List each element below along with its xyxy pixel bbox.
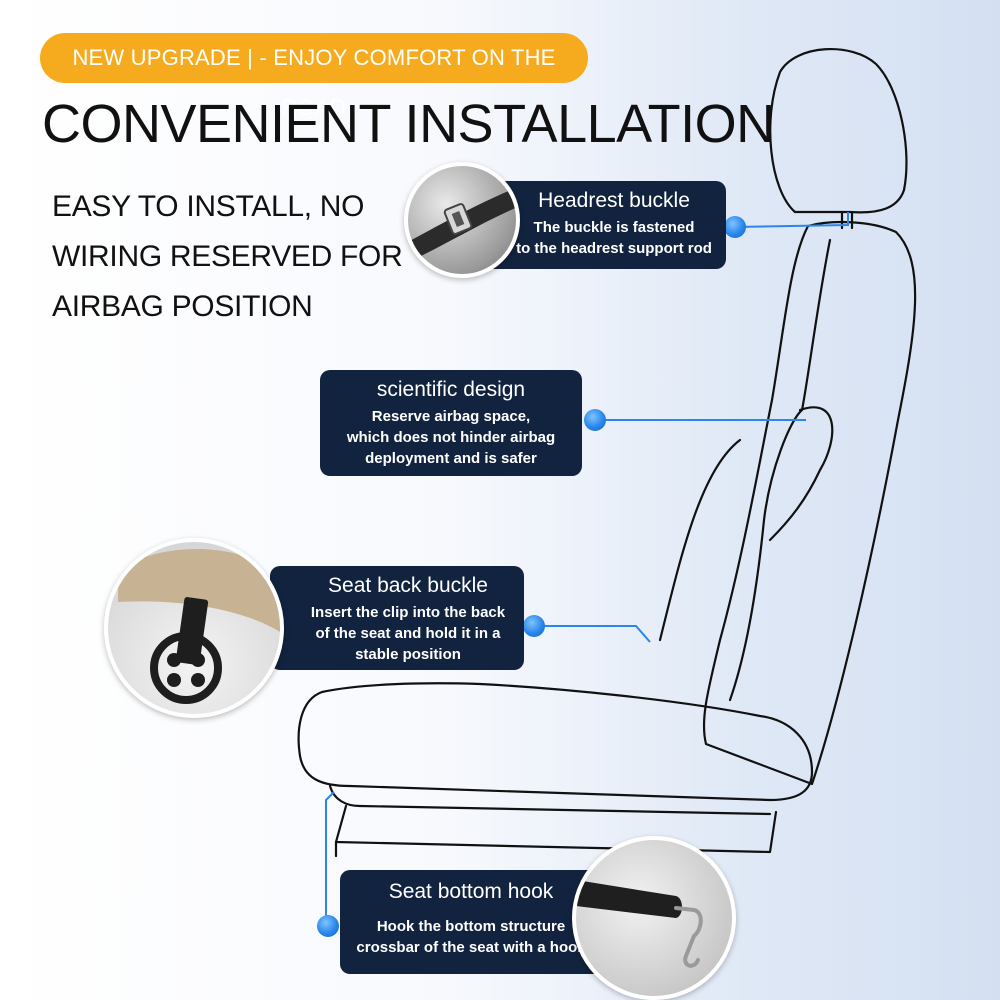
callout-scientific-title: scientific design (376, 378, 526, 401)
promo-banner-text: NEW UPGRADE | - ENJOY COMFORT ON THE ROA… (72, 45, 556, 120)
callout-seat-bottom-hook: Seat bottom hook Hook the bottom structu… (340, 870, 602, 974)
callout-scientific-design: scientific design Reserve airbag space, … (320, 370, 582, 476)
leader-line-seatback (532, 625, 651, 643)
callout-headrest-title: Headrest buckle (538, 189, 690, 212)
seat-cushion-lower (328, 784, 772, 816)
headrest-buckle-photo (404, 162, 520, 278)
intro-line-2: WIRING RESERVED FOR (52, 240, 403, 273)
leader-dot-scientific (584, 409, 606, 431)
callout-scientific-line-2: which does not hinder airbag (346, 429, 556, 446)
seat-back-buckle-photo (104, 538, 284, 718)
callout-bottom-line-1: Hook the bottom structure (376, 918, 566, 935)
seat-cushion-outline (297, 682, 814, 802)
callout-headrest-line-1: The buckle is fastened (533, 219, 695, 236)
buckle-strap-icon (408, 187, 516, 263)
callout-seatback-line-2: of the seat and hold it in a (315, 625, 501, 642)
page-title: CONVENIENT INSTALLATION (42, 94, 775, 154)
seat-headrest-outline (769, 47, 908, 214)
intro-text: EASY TO INSTALL, NO WIRING RESERVED FOR … (52, 182, 412, 332)
callout-scientific-line-3: deployment and is safer (365, 450, 537, 467)
seat-clip-icon (118, 549, 280, 704)
seat-base-rail (334, 804, 778, 854)
leader-dot-seatback (523, 615, 545, 637)
callout-headrest-line-2: to the headrest support rod (516, 240, 712, 257)
seat-backrest-inner (728, 238, 832, 702)
hook-strap-icon (576, 880, 703, 968)
leader-line-bottom (325, 791, 335, 925)
callout-bottom-line-2: crossbar of the seat with a hook (356, 939, 586, 956)
callout-seat-back-buckle: Seat back buckle Insert the clip into th… (270, 566, 524, 670)
callout-bottom-title: Seat bottom hook (388, 880, 554, 903)
callout-seatback-line-1: Insert the clip into the back (310, 604, 506, 621)
leader-dot-headrest (724, 216, 746, 238)
intro-line-3: AIRBAG POSITION (52, 290, 313, 323)
intro-line-1: EASY TO INSTALL, NO (52, 190, 365, 223)
callout-seatback-line-3: stable position (355, 646, 461, 663)
leader-line-headrest (732, 212, 849, 228)
seat-bottom-hook-photo (572, 836, 736, 1000)
callout-seatback-title: Seat back buckle (328, 574, 488, 597)
seat-bolster-line (658, 438, 742, 642)
leader-dot-bottom (317, 915, 339, 937)
seat-backrest-outline (702, 220, 917, 786)
promo-banner: NEW UPGRADE | - ENJOY COMFORT ON THE ROA… (40, 33, 588, 120)
callout-scientific-line-1: Reserve airbag space, (371, 408, 531, 425)
seat-lumbar-curve (768, 406, 834, 542)
